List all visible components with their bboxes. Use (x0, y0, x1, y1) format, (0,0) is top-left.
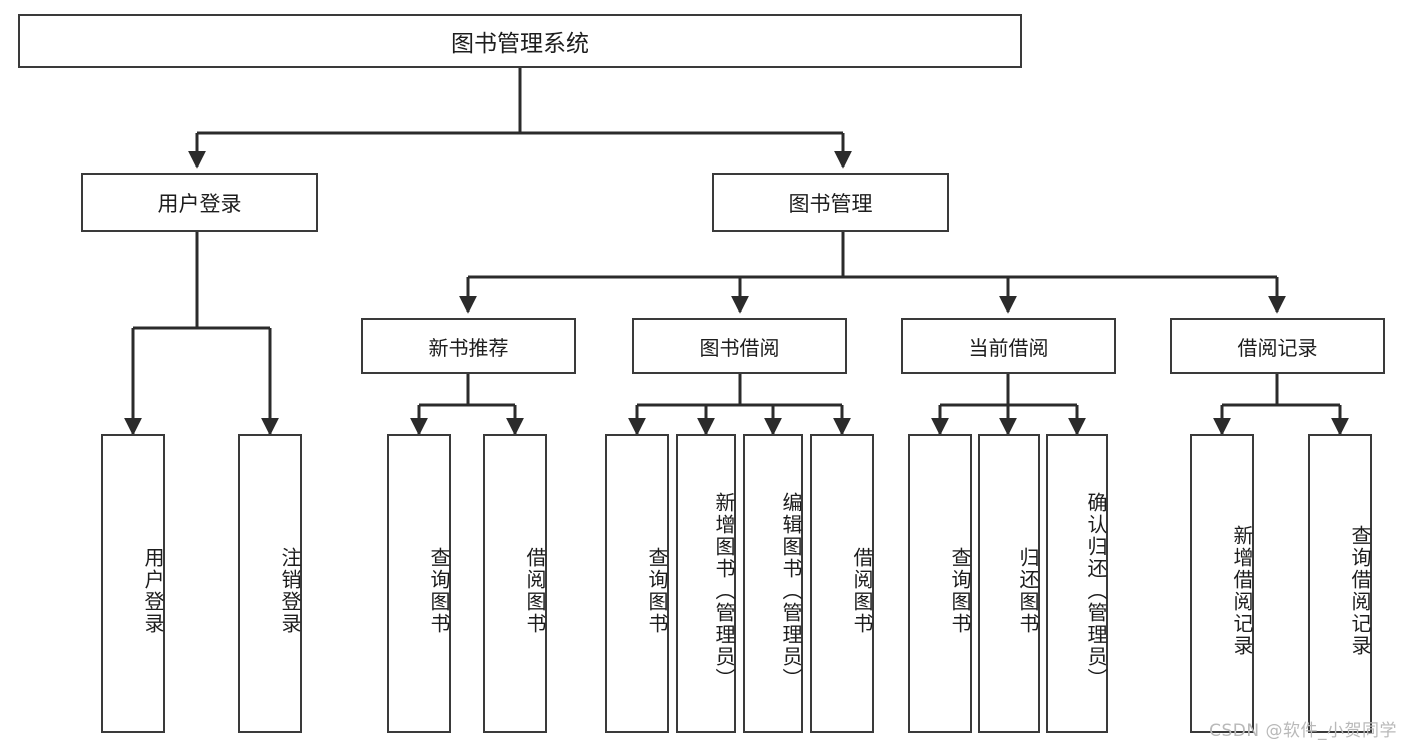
node-label: 新书推荐 (428, 335, 509, 360)
leaf-label: 借阅图书 (850, 546, 874, 635)
leaf-user-login-logout[interactable]: 注销登录 (238, 434, 302, 733)
node-label: 当前借阅 (968, 335, 1049, 360)
node-new-book-recommend[interactable]: 新书推荐 (361, 318, 576, 374)
node-borrow-record[interactable]: 借阅记录 (1170, 318, 1385, 374)
watermark-text: CSDN @软件_小贺同学 (1209, 721, 1397, 741)
leaf-label: 查询图书 (427, 546, 451, 635)
leaf-borrow-query-book[interactable]: 查询图书 (605, 434, 669, 733)
node-book-management[interactable]: 图书管理 (712, 173, 949, 232)
leaf-borrow-add-book-admin[interactable]: 新增图书（管理员） (676, 434, 736, 733)
leaf-user-login-login[interactable]: 用户登录 (101, 434, 165, 733)
leaf-borrow-borrow-book[interactable]: 借阅图书 (810, 434, 874, 733)
node-label: 图书管理系统 (451, 31, 589, 57)
node-label: 用户登录 (157, 191, 242, 216)
node-current-borrow[interactable]: 当前借阅 (901, 318, 1116, 374)
leaf-label: 借阅图书 (523, 546, 547, 635)
leaf-borrow-edit-book-admin[interactable]: 编辑图书（管理员） (743, 434, 803, 733)
leaf-new-book-borrow[interactable]: 借阅图书 (483, 434, 547, 733)
node-user-login[interactable]: 用户登录 (81, 173, 318, 232)
leaf-label: 新增借阅记录 (1230, 524, 1254, 657)
node-book-borrow[interactable]: 图书借阅 (632, 318, 847, 374)
leaf-label: 新增图书（管理员） (712, 491, 736, 690)
leaf-label: 用户登录 (141, 546, 165, 635)
leaf-label: 注销登录 (278, 546, 302, 635)
node-root-system[interactable]: 图书管理系统 (18, 14, 1022, 68)
leaf-label: 确认归还（管理员） (1084, 491, 1108, 690)
leaf-new-book-query[interactable]: 查询图书 (387, 434, 451, 733)
leaf-current-confirm-return-admin[interactable]: 确认归还（管理员） (1046, 434, 1108, 733)
node-label: 图书管理 (788, 191, 873, 216)
leaf-record-add-record[interactable]: 新增借阅记录 (1190, 434, 1254, 733)
leaf-label: 查询借阅记录 (1348, 524, 1372, 657)
leaf-record-query-record[interactable]: 查询借阅记录 (1308, 434, 1372, 733)
leaf-label: 归还图书 (1016, 546, 1040, 635)
leaf-current-query-book[interactable]: 查询图书 (908, 434, 972, 733)
leaf-current-return-book[interactable]: 归还图书 (978, 434, 1040, 733)
leaf-label: 查询图书 (645, 546, 669, 635)
node-label: 图书借阅 (699, 335, 780, 360)
node-label: 借阅记录 (1237, 335, 1318, 360)
leaf-label: 查询图书 (948, 546, 972, 635)
leaf-label: 编辑图书（管理员） (779, 491, 803, 690)
